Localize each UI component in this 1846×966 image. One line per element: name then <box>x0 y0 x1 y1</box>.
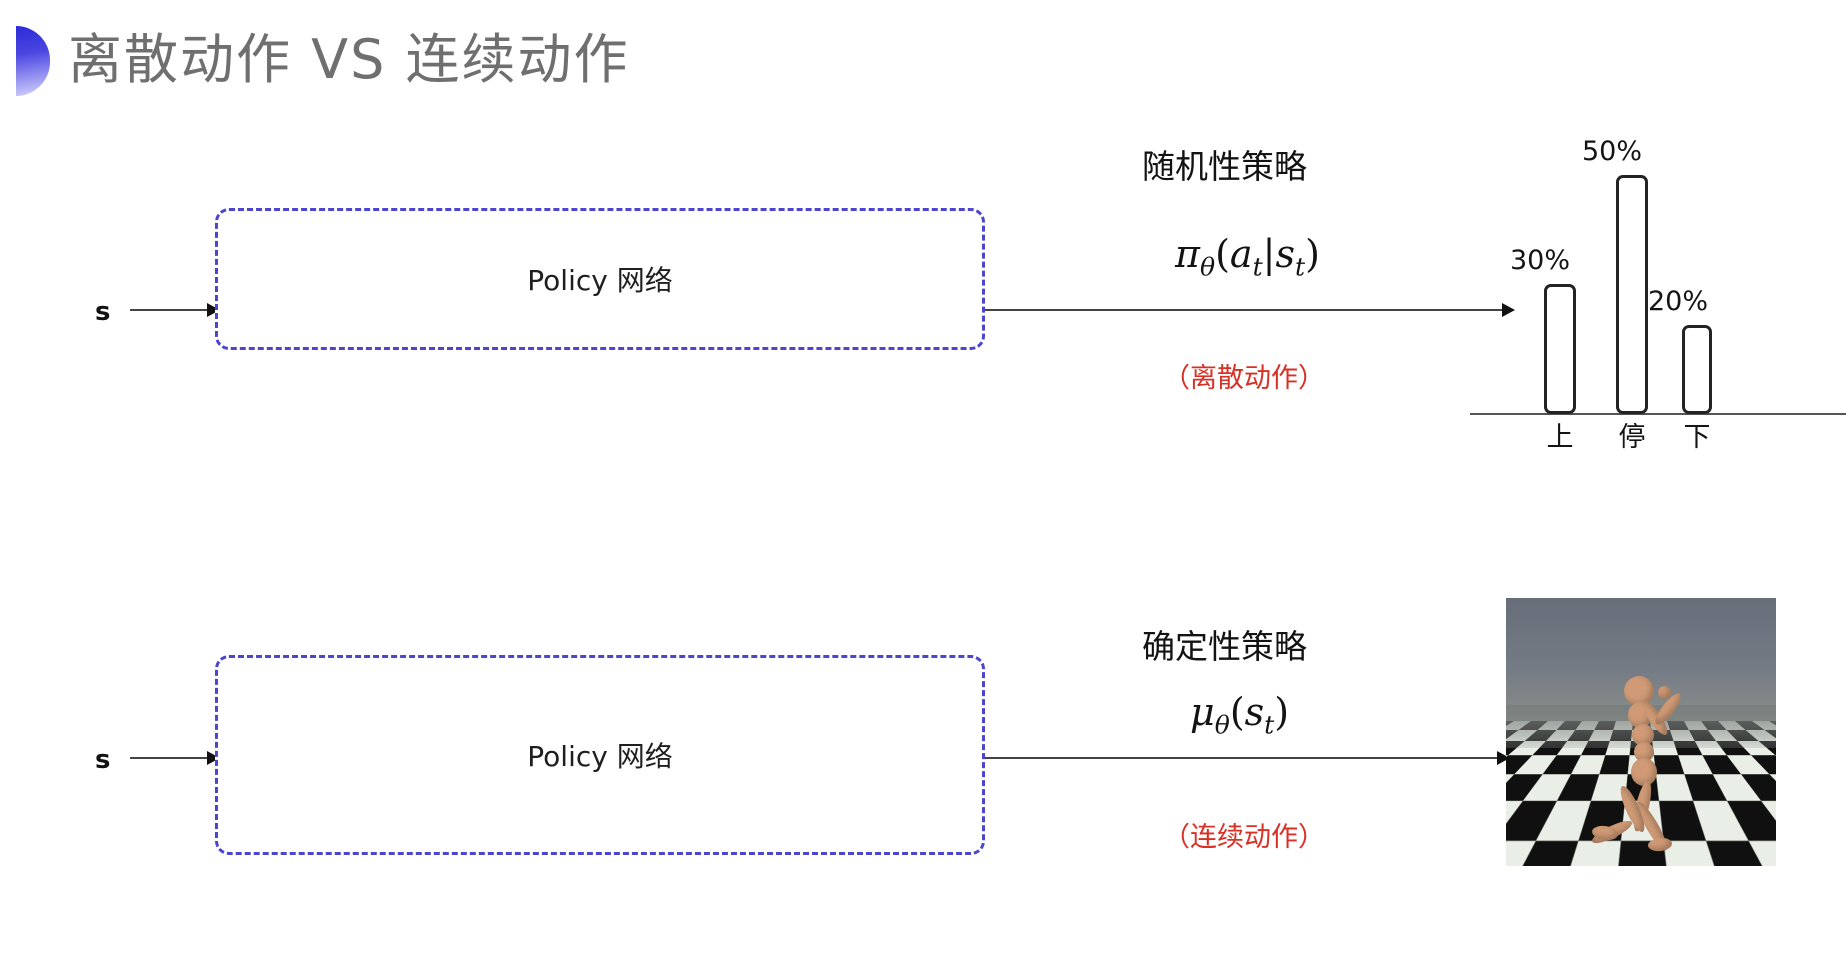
input-arrow-top <box>130 303 220 317</box>
formula-a: a <box>1229 232 1253 276</box>
policy-formula-bottom: μθ(st) <box>1190 690 1289 740</box>
formula-s: s <box>1244 690 1265 734</box>
state-input-label-bottom: s <box>95 745 111 775</box>
formula-theta: θ <box>1199 252 1216 282</box>
formula-s: s <box>1275 232 1295 276</box>
formula-theta: θ <box>1214 710 1230 740</box>
page-title: 离散动作 VS 连续动作 <box>68 28 630 91</box>
output-arrow-bottom <box>985 751 1510 765</box>
policy-network-label-bottom: Policy 网络 <box>527 740 673 773</box>
formula-open-paren: ( <box>1215 232 1230 276</box>
action-probability-bar-chart: 30% 上 50% 停 20% 下 <box>1470 110 1846 460</box>
bar-item <box>1616 175 1648 414</box>
bar-item <box>1682 325 1712 414</box>
humanoid-lower-torso <box>1634 742 1654 762</box>
bar-category-label: 下 <box>1683 422 1711 453</box>
policy-type-label-top: 随机性策略 <box>1142 147 1307 186</box>
formula-pi: π <box>1175 232 1200 276</box>
humanoid-hand <box>1658 686 1671 699</box>
bar-value-label: 20% <box>1648 286 1709 317</box>
humanoid-head <box>1624 676 1654 706</box>
humanoid-simulation-image <box>1506 598 1776 866</box>
formula-pipe: | <box>1262 232 1276 276</box>
arrow-shaft <box>985 757 1498 759</box>
policy-network-box-bottom[interactable]: Policy 网络 <box>215 655 985 855</box>
title-decoration-icon <box>16 26 50 96</box>
action-type-note-top: （离散动作） <box>1163 363 1325 394</box>
bar-item <box>1544 284 1576 414</box>
action-type-note-bottom: （连续动作） <box>1163 822 1325 853</box>
formula-s-subscript: t <box>1294 252 1306 282</box>
bar-value-label: 50% <box>1582 136 1643 167</box>
formula-open-paren: ( <box>1229 690 1245 734</box>
policy-network-box-top[interactable]: Policy 网络 <box>215 208 985 350</box>
humanoid-pelvis <box>1631 758 1657 786</box>
formula-s-subscript: t <box>1264 710 1275 740</box>
bar-value-label: 30% <box>1510 245 1571 276</box>
formula-mu: μ <box>1190 690 1215 734</box>
output-arrow-top <box>985 303 1515 317</box>
formula-a-subscript: t <box>1252 252 1263 282</box>
arrow-shaft <box>130 309 208 311</box>
arrow-shaft <box>985 309 1503 311</box>
formula-close-paren: ) <box>1274 690 1290 734</box>
bar-category-label: 上 <box>1546 422 1574 453</box>
policy-network-label-top: Policy 网络 <box>527 264 673 297</box>
policy-type-label-bottom: 确定性策略 <box>1142 627 1307 666</box>
input-arrow-bottom <box>130 751 220 765</box>
arrow-head-icon <box>1502 303 1515 317</box>
bar-category-label: 停 <box>1618 422 1646 453</box>
chart-baseline-axis <box>1470 413 1846 415</box>
humanoid-mid-torso <box>1632 724 1654 746</box>
arrow-shaft <box>130 757 208 759</box>
policy-formula-top: πθ(at|st) <box>1175 232 1320 282</box>
state-input-label-top: s <box>95 297 111 327</box>
formula-close-paren: ) <box>1305 232 1320 276</box>
